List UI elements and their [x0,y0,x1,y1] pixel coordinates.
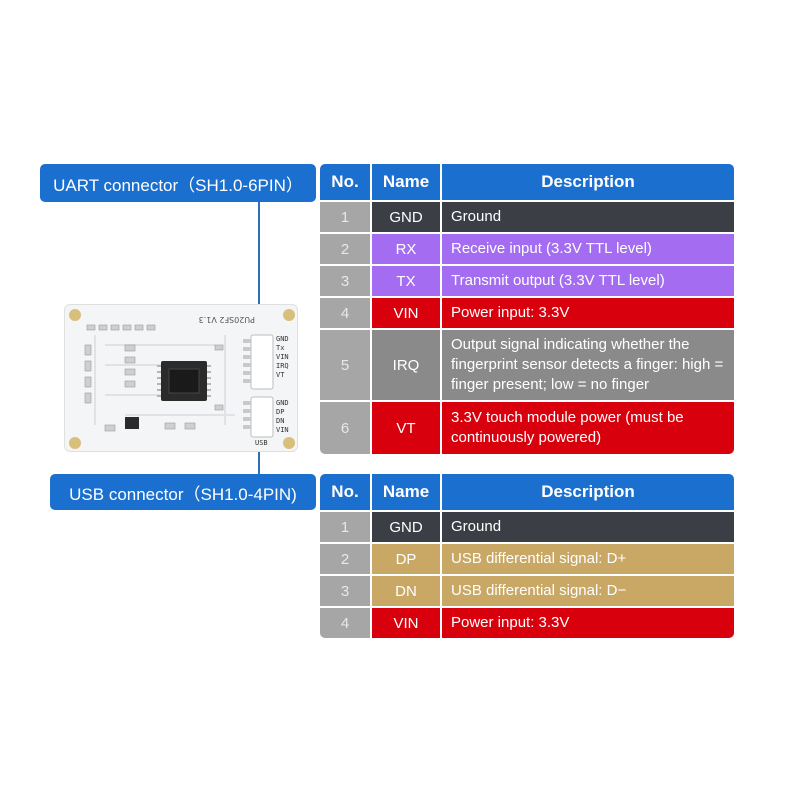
uart-row-name: VIN [372,298,440,328]
uart-row-no: 3 [320,266,370,296]
uart-row-name: VT [372,402,440,454]
uart-row-name: GND [372,202,440,232]
uart-row-name: IRQ [372,330,440,400]
usb-row-no: 3 [320,576,370,606]
uart-table-header: No. Name Description [320,164,734,200]
uart-row-description: 3.3V touch module power (must be continu… [442,402,734,454]
usb-header-name: Name [372,474,440,510]
uart-row-no: 2 [320,234,370,264]
board-usb-pin-2: DP [276,408,284,416]
uart-row-no: 1 [320,202,370,232]
fingerprint-module-board: PU20SF2 V1.3 GND Tx VIN IRQ VT GND DP DN… [64,304,298,452]
uart-row-no: 5 [320,330,370,400]
usb-row-no: 1 [320,512,370,542]
usb-row-no: 2 [320,544,370,574]
uart-header-description: Description [442,164,734,200]
uart-row-description: Ground [442,202,734,232]
board-uart-pin-5: VT [276,371,285,379]
uart-row-description: Receive input (3.3V TTL level) [442,234,734,264]
uart-row-description: Power input: 3.3V [442,298,734,328]
board-usb-pin-1: GND [276,399,289,407]
board-uart-pin-3: VIN [276,353,289,361]
board-graphic: PU20SF2 V1.3 GND Tx VIN IRQ VT GND DP DN… [69,309,295,449]
board-uart-pin-1: GND [276,335,289,343]
usb-row-description: Power input: 3.3V [442,608,734,638]
usb-row-description: USB differential signal: D+ [442,544,734,574]
uart-row-no: 4 [320,298,370,328]
usb-row-description: Ground [442,512,734,542]
usb-connector-label: USB connector（SH1.0-4PIN) [50,474,316,510]
board-usb-pin-4: VIN [276,426,289,434]
usb-row-name: DN [372,576,440,606]
uart-row-description: Transmit output (3.3V TTL level) [442,266,734,296]
uart-row-description: Output signal indicating whether the fin… [442,330,734,400]
usb-row-no: 4 [320,608,370,638]
usb-row-name: DP [372,544,440,574]
usb-header-no: No. [320,474,370,510]
uart-connector-label-text: UART connector（SH1.0-6PIN） [53,175,303,195]
usb-connector-label-text: USB connector（SH1.0-4PIN) [69,484,297,504]
board-model-text: PU20SF2 V1.3 [199,315,255,324]
board-usb-pin-3: DN [276,417,284,425]
uart-leader-line [258,202,260,320]
usb-row-name: GND [372,512,440,542]
uart-header-no: No. [320,164,370,200]
usb-header-description: Description [442,474,734,510]
uart-row-name: TX [372,266,440,296]
usb-row-name: VIN [372,608,440,638]
usb-table-header: No. Name Description [320,474,734,510]
uart-header-name: Name [372,164,440,200]
uart-row-no: 6 [320,402,370,454]
board-uart-pin-2: Tx [276,344,284,352]
uart-connector-label: UART connector（SH1.0-6PIN） [40,164,316,202]
uart-row-name: RX [372,234,440,264]
board-uart-pin-4: IRQ [276,362,289,370]
board-usb-mark: USB [255,439,268,447]
usb-row-description: USB differential signal: D− [442,576,734,606]
